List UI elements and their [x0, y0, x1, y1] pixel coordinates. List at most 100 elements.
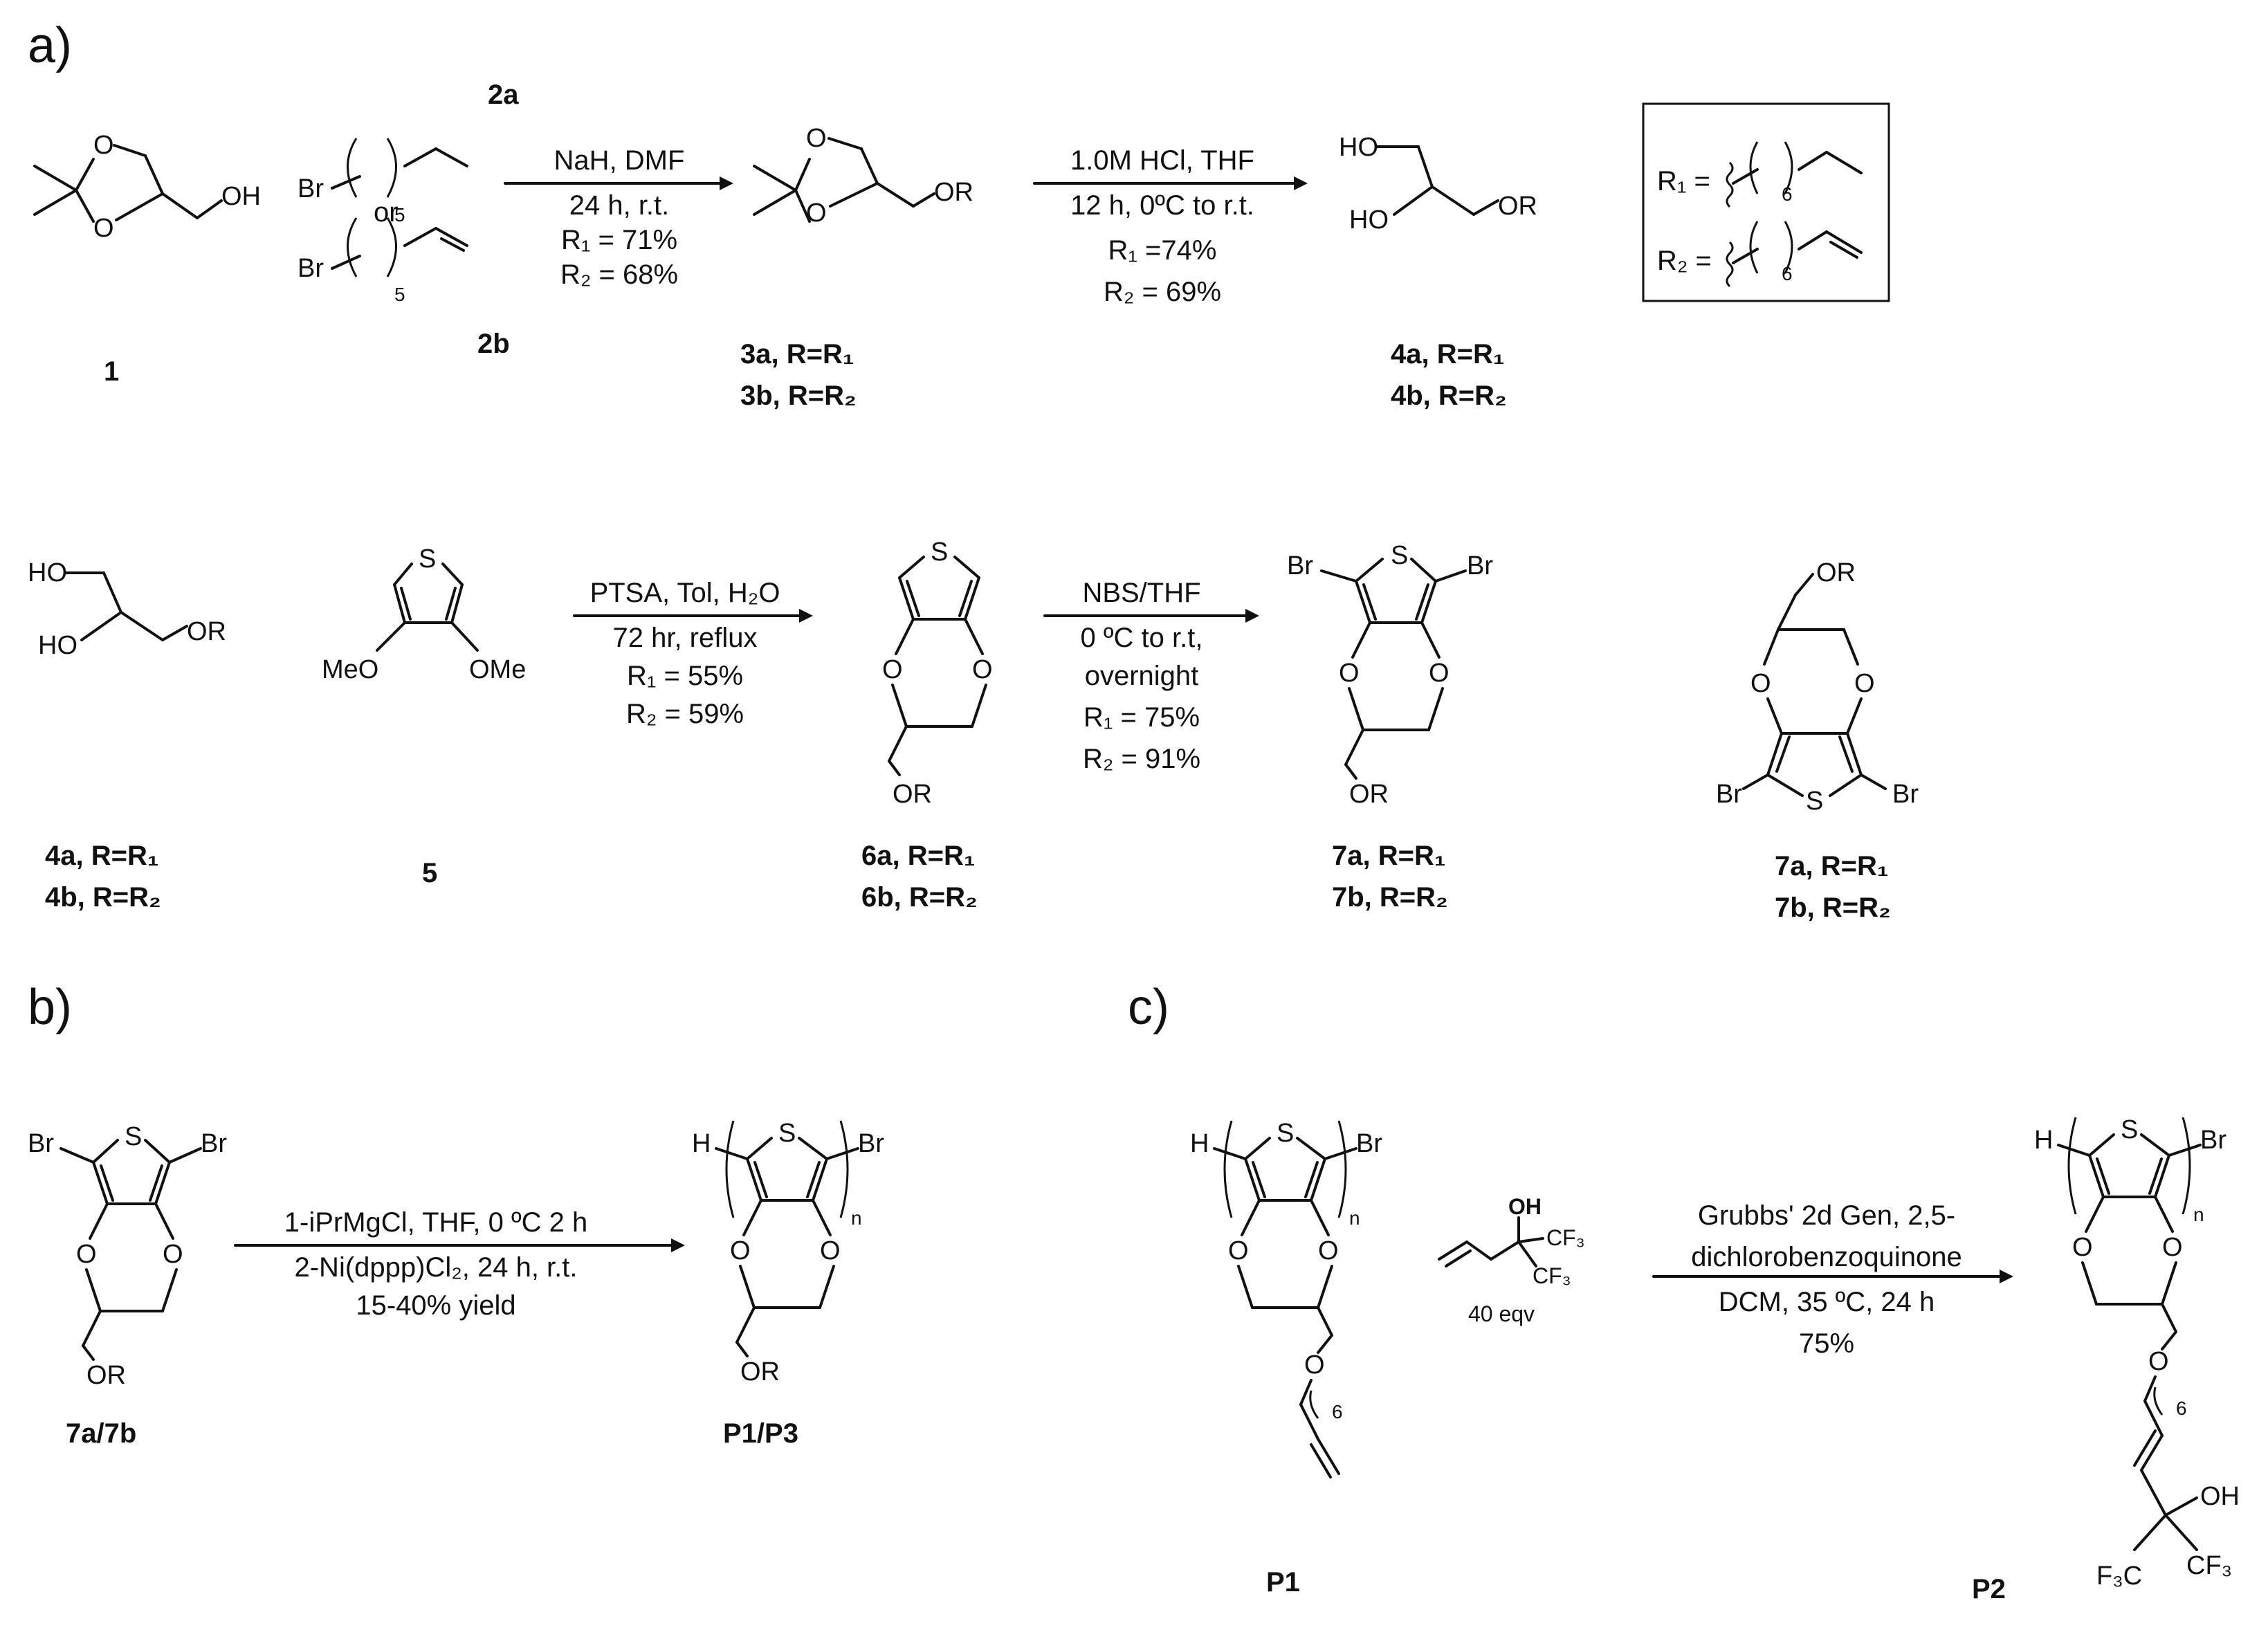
svg-text:HO: HO	[1339, 133, 1378, 162]
svg-text:Br: Br	[1892, 780, 1919, 809]
svg-text:n: n	[851, 1207, 862, 1229]
compound-7-structure-a: Br S Br O O OR	[1287, 541, 1493, 809]
reagent-4-line-2: 0 ºC to r.t,	[1081, 623, 1203, 653]
reagent-4-line-3: overnight	[1085, 661, 1199, 691]
svg-text:Br: Br	[858, 1129, 884, 1158]
svg-text:S: S	[1391, 541, 1408, 570]
compound-label-2a: 2a	[488, 80, 519, 110]
svg-text:O: O	[882, 655, 903, 684]
compound-label-4b-row1: 4b, R=R₂	[1391, 381, 1507, 411]
reagent-3-line-2: 72 hr, reflux	[612, 623, 757, 653]
svg-text:n: n	[1349, 1207, 1360, 1229]
compound-4-structure: HO HO OR	[1339, 133, 1537, 235]
svg-text:S: S	[125, 1122, 142, 1151]
svg-text:Br: Br	[298, 254, 324, 283]
svg-text:OR: OR	[893, 780, 932, 809]
svg-text:H: H	[2034, 1126, 2053, 1155]
compound-label-3a: 3a, R=R₁	[740, 339, 854, 369]
svg-text:OH: OH	[221, 182, 261, 211]
compound-label-7b: 7b, R=R₂	[1332, 882, 1448, 913]
svg-text:O: O	[93, 214, 114, 243]
svg-text:OH: OH	[2200, 1482, 2240, 1511]
svg-text:O: O	[820, 1236, 841, 1265]
svg-text:HO: HO	[28, 558, 67, 587]
svg-text:OR: OR	[740, 1357, 780, 1386]
compound-label-7b-flipped: 7b, R=R₂	[1775, 892, 1891, 923]
reagent-4-line-1: NBS/THF	[1082, 578, 1200, 608]
polymer-label-p1p3: P1/P3	[723, 1418, 798, 1449]
svg-text:OR: OR	[934, 178, 973, 207]
svg-text:O: O	[972, 655, 993, 684]
r-group-legend-box	[1642, 102, 1890, 302]
compound-label-2b: 2b	[477, 329, 510, 359]
compound-label-6a: 6a, R=R₁	[861, 841, 975, 871]
panel-label-a: a)	[28, 18, 72, 73]
reagent-2-line-1: 1.0M HCl, THF	[1070, 145, 1254, 176]
polymer-p2-structure: H S Br n O O O 6 OH F₃C C	[2034, 1115, 2240, 1591]
reagent-5-line-2: 2-Ni(dppp)Cl₂, 24 h, r.t.	[294, 1252, 577, 1283]
reagent-3-line-3: R₁ = 55%	[627, 661, 743, 691]
panel-label-b: b)	[28, 980, 72, 1035]
svg-text:6: 6	[1782, 183, 1793, 205]
compound-7-structure-b: OR O O S Br Br	[1716, 558, 1919, 816]
svg-text:OR: OR	[1816, 558, 1856, 587]
polymer-label-p2: P2	[1972, 1574, 2006, 1604]
svg-text:n: n	[2193, 1204, 2204, 1225]
svg-text:S: S	[419, 544, 436, 574]
svg-text:Br: Br	[1716, 780, 1742, 809]
compound-label-7a-flipped: 7a, R=R₁	[1775, 851, 1888, 881]
svg-text:HO: HO	[38, 631, 77, 660]
svg-text:6: 6	[1332, 1401, 1343, 1422]
reagent-4-line-4: R₁ = 75%	[1083, 702, 1200, 733]
reagent-6-line-3: DCM, 35 ºC, 24 h	[1719, 1287, 1935, 1317]
svg-text:S: S	[1277, 1119, 1294, 1148]
svg-text:OR: OR	[86, 1361, 126, 1390]
svg-text:CF₃: CF₃	[1533, 1263, 1571, 1288]
reagent-6-line-4: 75%	[1799, 1328, 1854, 1359]
svg-text:O: O	[1318, 1236, 1339, 1265]
svg-text:S: S	[778, 1119, 796, 1148]
svg-text:S: S	[931, 538, 948, 567]
compound-label-4a-row2: 4a, R=R₁	[45, 841, 158, 871]
reagent-6-line-2: dichlorobenzoquinone	[1691, 1242, 1961, 1272]
reagent-1-line-3: R₁ = 71%	[561, 225, 677, 255]
svg-text:6: 6	[2176, 1398, 2187, 1419]
svg-text:Br: Br	[2200, 1126, 2226, 1155]
polymer-p1p3-structure: H S Br n O O OR	[692, 1119, 884, 1386]
svg-text:F₃C: F₃C	[2096, 1562, 2142, 1591]
compound-7ab-structure: Br S Br O O OR	[28, 1122, 227, 1390]
svg-text:O: O	[1750, 669, 1771, 698]
svg-text:O: O	[1228, 1236, 1249, 1265]
svg-text:Br: Br	[1356, 1129, 1382, 1158]
svg-text:O: O	[1854, 669, 1875, 698]
svg-text:5: 5	[394, 204, 405, 226]
reagent-4-line-5: R₂ = 91%	[1083, 744, 1200, 774]
panel-label-c: c)	[1128, 980, 1169, 1035]
reagent-3-line-4: R₂ = 59%	[626, 699, 744, 729]
svg-text:Br: Br	[1467, 551, 1493, 580]
svg-text:O: O	[1304, 1351, 1325, 1380]
svg-text:CF₃: CF₃	[1546, 1225, 1585, 1250]
legend-r2-label: R₂ =	[1657, 246, 1712, 276]
svg-text:OH: OH	[1508, 1194, 1542, 1219]
legend-r1-label: R₁ =	[1657, 166, 1710, 196]
svg-text:H: H	[692, 1129, 711, 1158]
reagent-1-line-1: NaH, DMF	[554, 145, 685, 176]
r-group-legend: R₁ = 6 R₂ = 6	[1657, 141, 1863, 288]
svg-text:O: O	[1429, 659, 1449, 688]
hexafluoro-alcohol-structure: OH CF₃ CF₃	[1438, 1194, 1585, 1288]
svg-text:Br: Br	[1287, 551, 1313, 580]
svg-text:OR: OR	[187, 617, 226, 646]
compound-6-structure: S O O OR	[882, 538, 993, 809]
compound-label-4b-row2: 4b, R=R₂	[45, 882, 161, 913]
svg-text:Br: Br	[28, 1129, 54, 1158]
reagent-1-line-4: R₂ = 68%	[560, 259, 678, 290]
compound-label-4a-row1: 4a, R=R₁	[1391, 339, 1504, 369]
reagent-3-line-1: PTSA, Tol, H₂O	[590, 578, 780, 608]
reagent-6-line-1: Grubbs' 2d Gen, 2,5-	[1698, 1200, 1955, 1231]
svg-text:O: O	[2162, 1233, 2183, 1262]
compound-5-structure: S MeO OMe	[322, 544, 526, 684]
reagent-2-line-3: R₁ =74%	[1108, 235, 1217, 266]
eqv-text: 40 eqv	[1468, 1301, 1535, 1326]
compound-label-6b: 6b, R=R₂	[861, 882, 978, 913]
